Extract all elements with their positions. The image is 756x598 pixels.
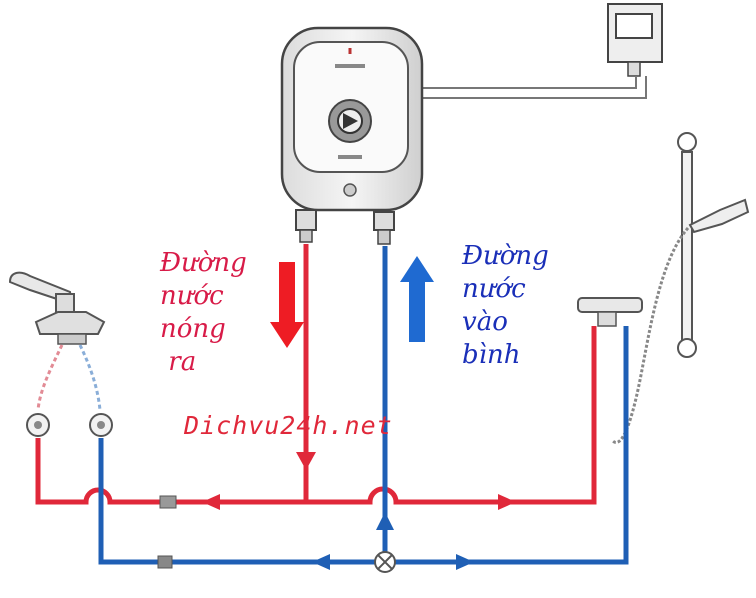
hot-arrow-down (296, 452, 316, 470)
hot-label-line: nước (160, 281, 224, 311)
hot-label-line: nóng (160, 314, 226, 344)
power-conduit (420, 76, 647, 99)
cold-label-line: Đường (462, 241, 549, 271)
cold-arrow-right (456, 554, 474, 570)
hot-label-line: ra (160, 347, 197, 377)
water-heater (280, 26, 424, 245)
cold-water-in-label: Đường nước vào bình (462, 240, 549, 372)
basin-faucet (8, 271, 113, 437)
hot-water-out-label: Đường nước nóng ra (160, 247, 247, 379)
cold-arrow-left (312, 554, 330, 570)
shower-mixer (577, 297, 643, 327)
cold-label-line: bình (462, 340, 521, 370)
cold-water-pipes (98, 246, 629, 565)
shower-set (600, 132, 750, 444)
watermark-text: Dichvu24h.net (184, 411, 393, 440)
main-valve (374, 551, 396, 573)
hot-flow-arrow-big (270, 262, 304, 348)
hot-arrow-left (202, 494, 220, 510)
cold-label-line: nước (462, 274, 526, 304)
control-box (607, 3, 663, 77)
cold-flow-arrow-big (400, 256, 434, 342)
hot-label-line: Đường (160, 248, 247, 278)
cold-arrow-up (376, 512, 394, 530)
cold-label-line: vào (462, 307, 508, 337)
hot-arrow-right (498, 494, 516, 510)
